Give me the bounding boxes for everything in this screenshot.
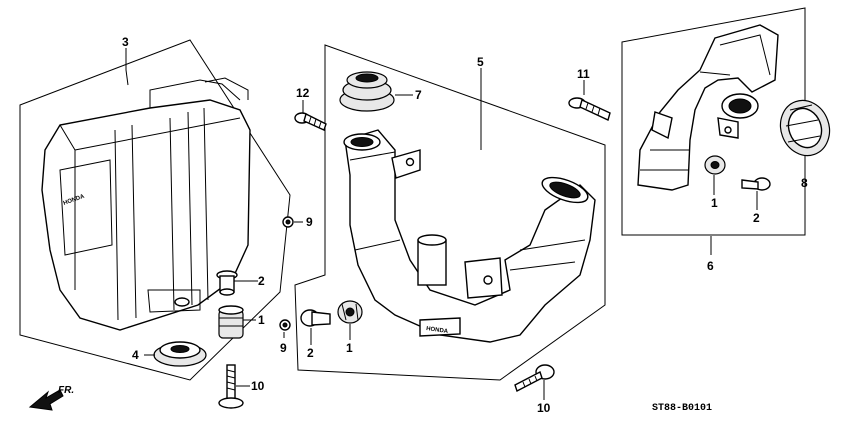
callout-1-center: 1 <box>346 341 353 355</box>
callout-2-right: 2 <box>753 211 760 225</box>
callout-12: 12 <box>296 86 310 100</box>
callout-10-center: 10 <box>537 401 551 415</box>
grommet-part-4 <box>153 341 207 367</box>
honda-logo-duct: HONDA <box>426 326 449 335</box>
front-direction-arrow: FR. <box>28 385 74 411</box>
callout-9-center: 9 <box>280 341 287 355</box>
callout-1-left: 1 <box>258 313 265 327</box>
front-direction-label: FR. <box>58 385 74 396</box>
rubber-mount-part-1-center <box>337 300 363 324</box>
diagram-code: ST88-B0101 <box>652 403 712 414</box>
rubber-mount-part-1-left <box>218 305 244 339</box>
resonator-chamber: HONDA <box>41 77 251 331</box>
group-6-frame <box>621 7 806 236</box>
callout-9-left: 9 <box>306 215 313 229</box>
leader-lines <box>125 48 806 400</box>
callout-2-center: 2 <box>307 346 314 360</box>
nut-part-9-center <box>279 319 291 331</box>
callout-8: 8 <box>801 176 808 190</box>
bolt-part-10-left <box>218 364 244 409</box>
callout-1-right: 1 <box>711 196 718 210</box>
bolt-part-11 <box>568 97 611 121</box>
callout-10-left: 10 <box>251 379 265 393</box>
intake-tube <box>637 24 779 191</box>
callout-6: 6 <box>707 259 714 273</box>
nut-part-9-left <box>282 216 294 228</box>
callout-2-left: 2 <box>258 274 265 288</box>
group-3-frame <box>19 39 291 381</box>
intake-duct: HONDA <box>343 129 596 343</box>
rubber-mount-part-1-right <box>704 155 726 175</box>
callout-3: 3 <box>122 35 129 49</box>
collar-part-2-left <box>216 270 238 296</box>
callouts: 3 2 1 9 4 10 12 7 5 11 9 2 1 10 6 1 2 8 <box>122 35 808 415</box>
callout-5: 5 <box>477 55 484 69</box>
band-part-8 <box>779 99 831 157</box>
callout-7: 7 <box>415 88 422 102</box>
group-5-frame <box>294 44 606 381</box>
seal-part-7 <box>339 71 395 112</box>
callout-4: 4 <box>132 348 139 362</box>
collar-part-2-right <box>741 177 771 191</box>
callout-11: 11 <box>577 67 590 81</box>
collar-part-2-center <box>300 309 331 327</box>
bolt-part-12 <box>294 112 327 131</box>
bolt-part-10-center <box>514 364 555 392</box>
